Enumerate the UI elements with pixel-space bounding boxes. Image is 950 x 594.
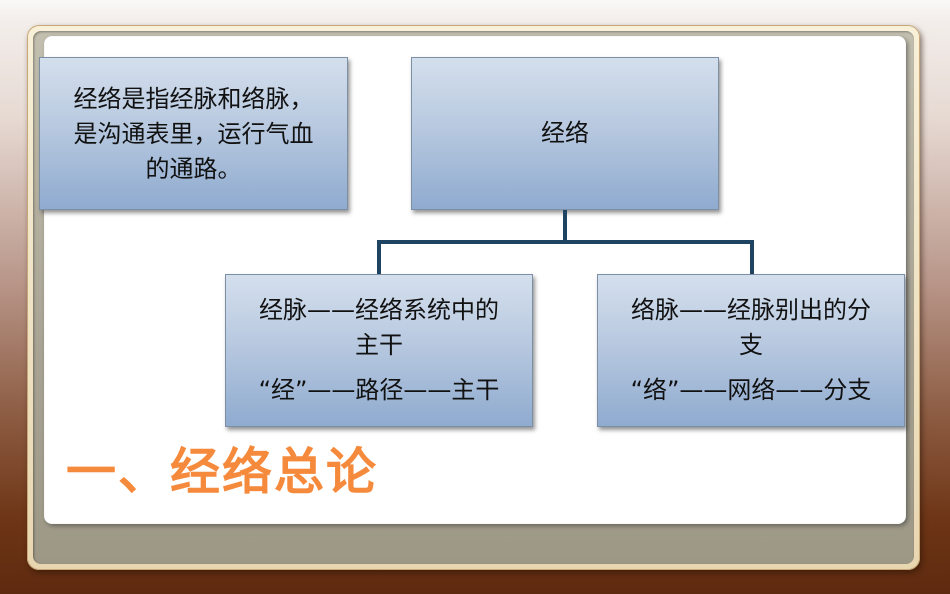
luomai-line-3: “络”——网络——分支 (630, 376, 872, 404)
luomai-line-2: 支 (739, 331, 763, 359)
connector-right-drop (750, 240, 754, 274)
diagram-root-node: 经络 (411, 57, 719, 210)
jingmai-line-3: “经”——路径——主干 (258, 376, 500, 404)
definition-line-1: 经络是指经脉和络脉， (73, 85, 314, 113)
definition-line-2: 是沟通表里，运行气血 (73, 120, 314, 148)
connector-root-stem (563, 210, 567, 242)
luomai-line-1: 络脉——经脉别出的分 (631, 296, 871, 324)
jingmai-line-1: 经脉——经络系统中的 (259, 296, 499, 324)
jingmai-line-2: 主干 (355, 331, 403, 359)
slide-title: 一、经络总论 (66, 443, 378, 501)
diagram-node-jingmai: 经脉——经络系统中的 主干 “经”——路径——主干 (225, 274, 533, 427)
diagram-node-luomai: 络脉——经脉别出的分 支 “络”——网络——分支 (597, 274, 905, 427)
root-node-label: 经络 (541, 119, 589, 147)
connector-left-drop (377, 240, 381, 274)
definition-box: 经络是指经脉和络脉， 是沟通表里，运行气血 的通路。 (39, 57, 348, 210)
definition-line-3: 的通路。 (145, 155, 242, 183)
connector-horizontal-bar (377, 240, 754, 244)
